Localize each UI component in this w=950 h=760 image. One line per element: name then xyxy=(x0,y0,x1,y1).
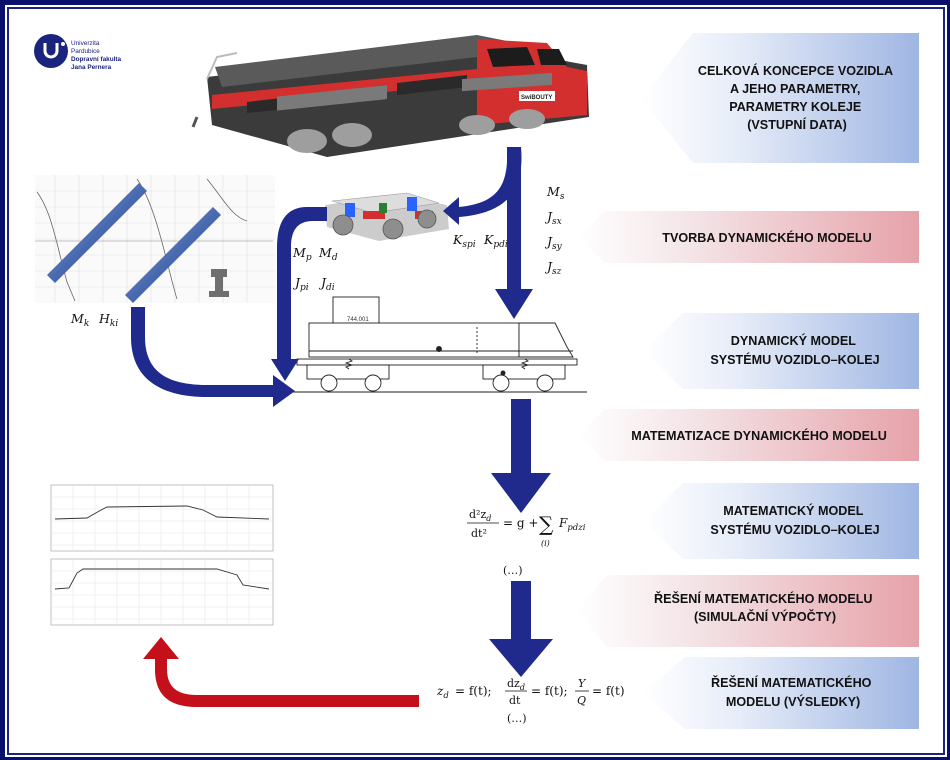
banner-2: TVORBA DYNAMICKÉHO MODELU xyxy=(577,211,919,263)
dynamic-model-schematic xyxy=(287,296,587,393)
result-curve-2 xyxy=(54,568,270,590)
param-jsy: Jsy xyxy=(544,234,563,252)
arrow-results-to-charts xyxy=(143,637,419,707)
banner-5: MATEMATICKÝ MODEL SYSTÉMU VOZIDLO–KOLEJ xyxy=(643,483,919,559)
arrow-bogie-to-model xyxy=(271,207,327,381)
workflow-diagram: Univerzita Pardubice Dopravní fakulta Ja… xyxy=(34,33,919,729)
banner-4: MATEMATIZACE DYNAMICKÉHO MODELU xyxy=(577,409,919,461)
res-y: Y xyxy=(578,677,587,690)
logo-line2: Pardubice xyxy=(71,48,100,55)
logo-line1: Univerzita xyxy=(71,40,100,47)
res-eq1: = f(t); xyxy=(455,684,492,698)
arrow-rails-to-model xyxy=(131,307,295,407)
diagram-frame: Univerzita Pardubice Dopravní fakulta Ja… xyxy=(5,5,947,757)
loco-number: 744.001 xyxy=(347,317,369,323)
param-jsz: Jsz xyxy=(544,259,562,277)
arrow-loco-to-bogie xyxy=(443,147,522,225)
res-dt: dt xyxy=(509,694,521,707)
university-logo: Univerzita Pardubice Dopravní fakulta Ja… xyxy=(34,34,122,71)
eq-middle: = g + xyxy=(503,516,538,530)
banner-1: CELKOVÁ KONCEPCE VOZIDLA A JEHO PARAMETR… xyxy=(641,33,919,163)
res-dz: dzd xyxy=(507,677,525,692)
arrow-model-to-equation xyxy=(491,399,551,513)
rail-profile-image xyxy=(35,175,275,303)
rail-bar-2 xyxy=(125,207,221,303)
result-curve-1 xyxy=(54,505,270,520)
rail-profile-icon xyxy=(209,269,229,297)
banner-6: ŘEŠENÍ MATEMATICKÉHO MODELU (SIMULAČNÍ V… xyxy=(577,575,919,647)
logo-circle-icon xyxy=(34,34,68,68)
banner-2-text: TVORBA DYNAMICKÉHO MODELU xyxy=(662,230,871,245)
bogie-render xyxy=(325,192,449,241)
param-md: Md xyxy=(318,245,338,263)
res-ellipsis: (…) xyxy=(507,712,527,725)
res-q: Q xyxy=(577,694,586,707)
eq-numerator: d²zd xyxy=(469,508,491,523)
param-mp: Mp xyxy=(292,245,312,263)
eq-sum-sub: (i) xyxy=(541,539,550,548)
param-kspi: Kspi xyxy=(452,232,476,250)
eq-ellipsis: (…) xyxy=(503,564,523,577)
param-jpi: Jpi xyxy=(292,275,309,293)
arrow-loco-to-model xyxy=(495,147,533,319)
eq-force: Fpdzi xyxy=(558,516,586,533)
arrows xyxy=(131,147,553,677)
vehicle-parameters: Ms Jsx Jsy Jsz Kspi Kpdi Mp Md Jpi Jdi M… xyxy=(70,184,565,329)
equation-of-motion: d²zd dt² = g + ∑ (i) Fpdzi (…) xyxy=(467,508,586,577)
arrow-equation-to-results xyxy=(489,581,553,677)
banner-6-text: ŘEŠENÍ MATEMATICKÉHO MODELU (SIMULAČNÍ V… xyxy=(654,591,876,624)
res-eq2: = f(t); xyxy=(531,684,568,698)
param-kpdi: Kpdi xyxy=(483,232,508,250)
results-equations: zd = f(t); dzd dt = f(t); Y Q = f(t) (…) xyxy=(436,677,625,725)
rail-bar-1 xyxy=(47,183,147,283)
eq-sum-icon: ∑ xyxy=(539,512,554,536)
banner-3: DYNAMICKÝ MODEL SYSTÉMU VOZIDLO–KOLEJ xyxy=(643,313,919,389)
simulation-charts xyxy=(50,484,274,626)
logo-u-icon xyxy=(43,43,59,59)
logo-line4: Jana Pernera xyxy=(71,64,112,71)
eq-denominator: dt² xyxy=(471,527,487,540)
res-eq3: = f(t) xyxy=(592,684,625,698)
param-jdi: Jdi xyxy=(318,275,335,293)
param-mk: Mk xyxy=(70,311,89,329)
res-z: zd xyxy=(436,684,449,701)
banner-5-text: MATEMATICKÝ MODEL SYSTÉMU VOZIDLO–KOLEJ xyxy=(710,503,879,537)
logo-line3: Dopravní fakulta xyxy=(71,56,122,63)
param-jsx: Jsx xyxy=(544,209,562,227)
locomotive-render: SwiBOUTY xyxy=(191,35,589,157)
param-ms: Ms xyxy=(546,184,565,202)
banner-7: ŘEŠENÍ MATEMATICKÉHO MODELU (VÝSLEDKY) xyxy=(643,657,919,729)
loco-brand: SwiBOUTY xyxy=(521,95,552,101)
param-hki: Hki xyxy=(98,311,118,329)
banner-4-text: MATEMATIZACE DYNAMICKÉHO MODELU xyxy=(631,428,887,443)
banner-1-text: CELKOVÁ KONCEPCE VOZIDLA A JEHO PARAMETR… xyxy=(698,63,896,132)
banner-3-text: DYNAMICKÝ MODEL SYSTÉMU VOZIDLO–KOLEJ xyxy=(710,333,879,367)
banner-7-text: ŘEŠENÍ MATEMATICKÉHO MODELU (VÝSLEDKY) xyxy=(711,675,875,709)
